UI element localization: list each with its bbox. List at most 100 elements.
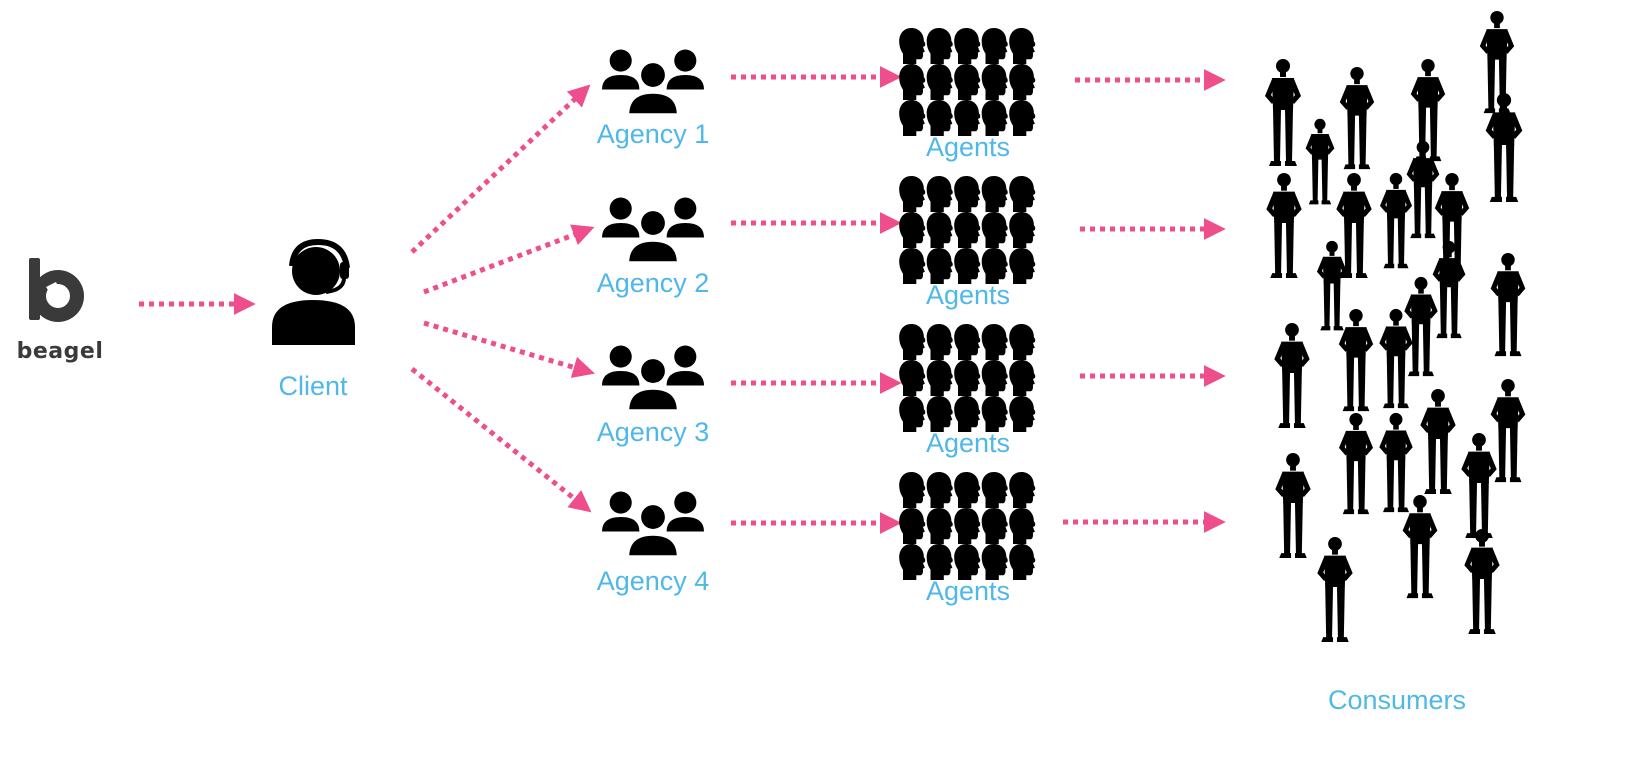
head-silhouette-icon (926, 323, 953, 361)
head-silhouette-icon (981, 471, 1008, 509)
head-silhouette-icon (981, 359, 1008, 397)
head-silhouette-icon (899, 395, 926, 433)
client-label: Client (278, 371, 348, 401)
standing-person-silhouette-icon (1404, 276, 1438, 377)
agents-label-1: Agents (925, 132, 1011, 162)
head-silhouette-icon (954, 99, 981, 137)
head-silhouette-icon (981, 211, 1008, 249)
head-silhouette-icon (899, 63, 926, 101)
standing-person-silhouette-icon (1316, 240, 1348, 331)
head-silhouette-icon (954, 359, 981, 397)
standing-person-silhouette-icon (1266, 172, 1302, 279)
standing-person-silhouette-icon (1265, 59, 1301, 166)
standing-person-silhouette-icon (1338, 412, 1374, 515)
standing-person-silhouette-icon (1420, 388, 1456, 495)
standing-person-silhouette-icon (1317, 536, 1353, 643)
head-silhouette-icon (899, 543, 926, 581)
logo-text: beagel (16, 339, 104, 364)
head-silhouette-icon (1009, 99, 1036, 137)
standing-person-silhouette-icon (1305, 118, 1335, 205)
head-silhouette-icon (954, 27, 981, 65)
head-silhouette-icon (981, 395, 1008, 433)
head-silhouette-icon (1009, 211, 1036, 249)
user-group-icon (600, 343, 706, 411)
head-silhouette-icon (981, 543, 1008, 581)
head-silhouette-icon (954, 175, 981, 213)
head-silhouette-icon (926, 395, 953, 433)
standing-person-silhouette-icon (1490, 378, 1526, 483)
agents-label-2: Agents (925, 280, 1011, 310)
head-silhouette-icon (899, 211, 926, 249)
head-silhouette-icon (1009, 471, 1036, 509)
head-silhouette-icon (1009, 27, 1036, 65)
agents-label-4: Agents (925, 576, 1011, 606)
standing-person-silhouette-icon (1379, 172, 1413, 269)
head-silhouette-icon (899, 471, 926, 509)
head-silhouette-icon (899, 359, 926, 397)
head-silhouette-icon (1009, 323, 1036, 361)
head-silhouette-icon (981, 99, 1008, 137)
standing-person-silhouette-icon (1461, 432, 1497, 539)
head-silhouette-icon (981, 27, 1008, 65)
consumers-label: Consumers (1327, 685, 1467, 715)
standing-person-silhouette-icon (1275, 452, 1311, 559)
beagel-logo-icon (29, 258, 84, 322)
agents-label-3: Agents (925, 428, 1011, 458)
head-silhouette-icon (954, 471, 981, 509)
head-silhouette-icon (899, 507, 926, 545)
agency-label-1: Agency 1 (596, 119, 710, 149)
user-group-icon (600, 47, 706, 115)
head-silhouette-icon (1009, 359, 1036, 397)
head-silhouette-icon (926, 211, 953, 249)
dotted-arrow-icon (423, 224, 595, 295)
head-silhouette-icon (1009, 247, 1036, 285)
head-silhouette-icon (899, 99, 926, 137)
head-silhouette-icon (954, 211, 981, 249)
head-silhouette-icon (981, 175, 1008, 213)
head-silhouette-icon (899, 175, 926, 213)
head-silhouette-icon (954, 395, 981, 433)
user-group-icon (600, 195, 706, 263)
head-silhouette-icon (899, 323, 926, 361)
dotted-arrow-icon (410, 367, 592, 513)
standing-person-silhouette-icon (1379, 412, 1413, 513)
head-silhouette-icon (926, 175, 953, 213)
head-silhouette-icon (1009, 63, 1036, 101)
head-silhouette-icon (1009, 175, 1036, 213)
arrow-layer (139, 65, 1226, 535)
standing-person-silhouette-icon (1338, 308, 1374, 412)
head-silhouette-icon (899, 27, 926, 65)
head-silhouette-icon (926, 63, 953, 101)
head-silhouette-icon (1009, 507, 1036, 545)
head-silhouette-icon (981, 323, 1008, 361)
head-silhouette-icon (926, 99, 953, 137)
head-silhouette-icon (926, 359, 953, 397)
head-silhouette-icon (954, 507, 981, 545)
head-silhouette-icon (926, 543, 953, 581)
head-silhouette-icon (981, 247, 1008, 285)
head-silhouette-icon (926, 247, 953, 285)
head-silhouette-icon (926, 27, 953, 65)
head-silhouette-icon (981, 507, 1008, 545)
head-silhouette-icon (981, 63, 1008, 101)
agency-label-3: Agency 3 (596, 417, 710, 447)
head-silhouette-icon (954, 323, 981, 361)
head-silhouette-icon (1009, 395, 1036, 433)
consumer-crowd (1265, 10, 1526, 643)
standing-person-silhouette-icon (1379, 308, 1413, 409)
standing-person-silhouette-icon (1274, 322, 1310, 429)
head-silhouette-icon (1009, 543, 1036, 581)
standing-person-silhouette-icon (1339, 66, 1375, 170)
head-silhouette-icon (954, 63, 981, 101)
dotted-arrow-icon (423, 320, 595, 378)
head-silhouette-icon (954, 247, 981, 285)
standing-person-silhouette-icon (1490, 252, 1526, 357)
agency-label-4: Agency 4 (596, 566, 710, 596)
head-silhouette-icon (899, 247, 926, 285)
head-silhouette-icon (926, 471, 953, 509)
dotted-arrow-icon (410, 84, 591, 254)
agency-label-2: Agency 2 (596, 268, 710, 298)
user-group-icon (600, 489, 706, 557)
headset-user-icon (272, 238, 355, 345)
